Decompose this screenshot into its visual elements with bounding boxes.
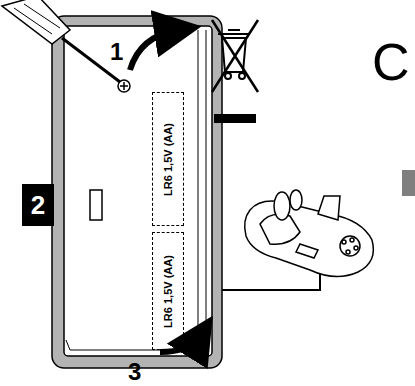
bin-bar: [214, 114, 256, 123]
battery-label: LR6 1,5V (AA): [163, 123, 174, 196]
callout-number-box: 2: [22, 184, 54, 226]
controller: [245, 190, 374, 277]
battery-slot: LR6 1,5V (AA): [152, 232, 184, 350]
callout-number: 2: [31, 192, 45, 218]
ce-mark: C: [372, 36, 410, 88]
mark: [402, 170, 415, 196]
lid-tab: [90, 190, 102, 220]
weee-bin-symbol: [212, 20, 258, 92]
battery-slot: LR6 1,5V (AA): [152, 92, 184, 226]
screwdriver: [2, 0, 120, 82]
callout-number: 3: [128, 360, 141, 384]
cable: [222, 268, 320, 290]
housing: [52, 16, 222, 368]
rotation-arrow: [130, 30, 178, 70]
battery-label: LR6 1,5V (AA): [163, 255, 174, 328]
callout-number: 1: [110, 40, 123, 64]
lid: [64, 26, 212, 356]
